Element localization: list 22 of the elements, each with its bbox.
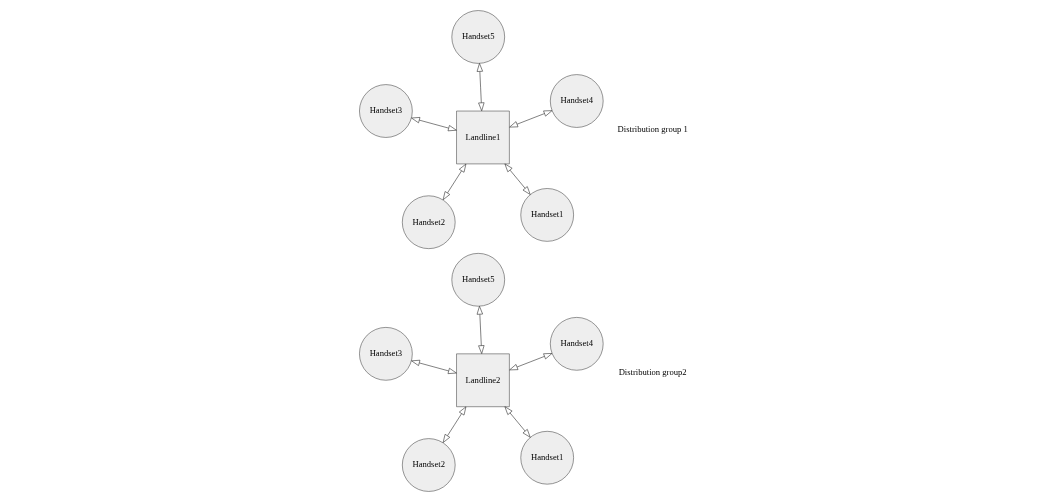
node-circle: Handset4	[550, 74, 604, 128]
arrow	[442, 406, 467, 443]
node-circle: Handset3	[359, 84, 413, 138]
arrow	[504, 163, 531, 195]
arrow	[504, 406, 531, 438]
node-circle: Handset3	[359, 327, 413, 381]
arrow	[442, 163, 467, 201]
node-circle: Handset5	[451, 10, 505, 64]
arrow	[411, 359, 457, 374]
node-box: Landline1	[456, 110, 510, 165]
node-circle: Handset2	[402, 195, 456, 249]
arrow	[509, 353, 553, 371]
label: Distribution group2	[618, 367, 687, 378]
arrow	[411, 117, 457, 132]
node-circle: Handset2	[402, 438, 456, 492]
arrow	[476, 305, 485, 354]
arrow	[476, 63, 485, 112]
node-box: Landline2	[456, 353, 510, 407]
node-circle: Handset5	[451, 253, 505, 307]
arrow	[509, 110, 553, 128]
node-circle: Handset4	[550, 317, 604, 371]
label: Distribution group 1	[617, 123, 688, 134]
